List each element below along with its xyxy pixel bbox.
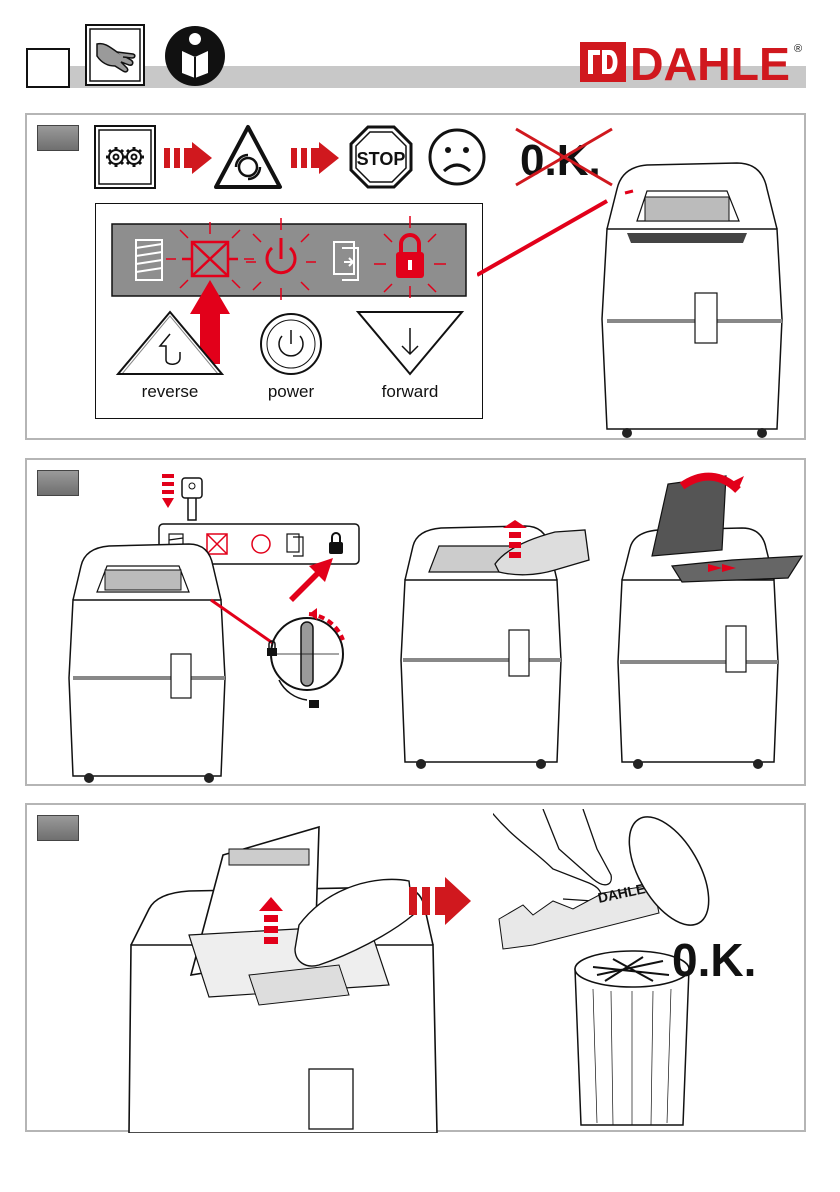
step-2-tab <box>37 470 79 496</box>
step-3-panel: DAHLE 0.K. <box>25 803 806 1132</box>
shredder-open-lid <box>612 466 808 772</box>
step-3-tab <box>37 815 79 841</box>
step-2-panel <box>25 458 806 786</box>
gears-icon <box>94 125 156 189</box>
shredder-pull-paper <box>109 815 439 1133</box>
flow-arrow-3 <box>409 877 473 925</box>
flow-arrow-1 <box>164 142 214 174</box>
power-icon <box>246 308 336 378</box>
key-icon <box>152 466 232 526</box>
brand-name: DAHLE <box>630 40 790 86</box>
flow-arrow-2 <box>291 142 341 174</box>
stop-sign-text: STOP <box>357 149 406 169</box>
registered-mark: ® <box>794 43 802 55</box>
page-header: DAHLE ® <box>0 0 840 100</box>
reverse-button[interactable]: reverse <box>114 308 226 412</box>
step-1-panel: STOP 0.K. <box>25 113 806 440</box>
shredder-lift-stack <box>395 480 595 770</box>
read-manual-icon <box>164 25 226 87</box>
rotation-hazard-icon <box>212 123 284 191</box>
reverse-label: reverse <box>114 382 226 402</box>
lock-dial-zoom[interactable] <box>197 590 367 720</box>
power-label: power <box>246 382 336 402</box>
step-number-box <box>26 48 70 88</box>
sad-face-icon <box>427 127 487 187</box>
reverse-arrow-icon <box>114 308 226 378</box>
ok-text: 0.K. <box>672 933 756 987</box>
forward-button[interactable]: forward <box>354 308 466 412</box>
power-button[interactable]: power <box>246 308 336 412</box>
hand-icon <box>85 24 145 86</box>
step-1-tab <box>37 125 79 151</box>
stop-sign-icon: STOP <box>349 125 413 189</box>
control-panel-zoom: reverse power forward <box>95 203 483 419</box>
forward-arrow-icon <box>354 308 466 378</box>
dahle-logo: DAHLE ® <box>580 40 806 86</box>
forward-label: forward <box>354 382 466 402</box>
shredder-illustration <box>567 159 797 441</box>
